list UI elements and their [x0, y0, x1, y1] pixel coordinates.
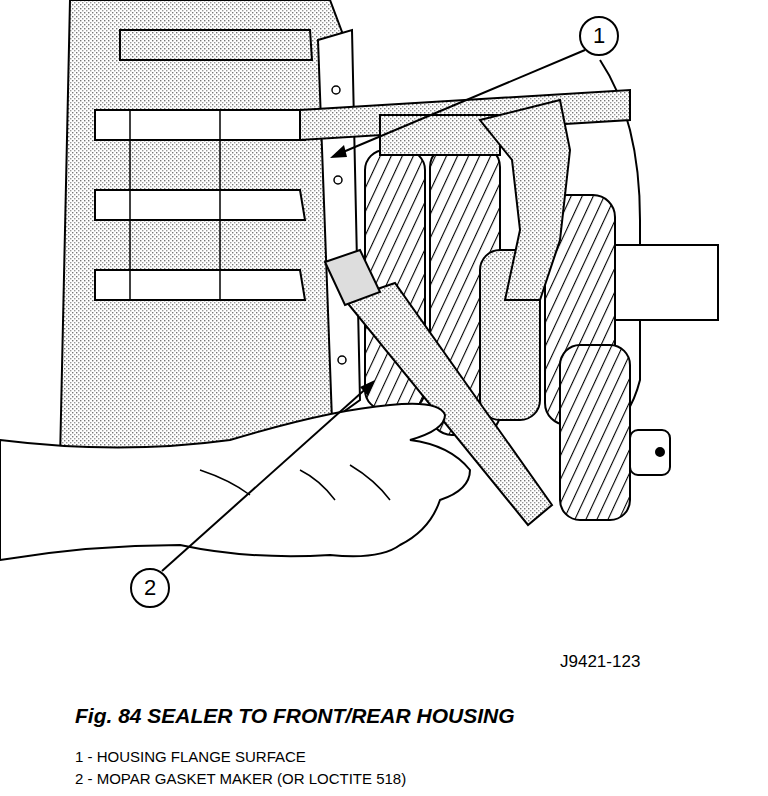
callout-text: 1 [593, 25, 605, 47]
callout-text: 2 [144, 577, 156, 599]
legend-text: 2 - MOPAR GASKET MAKER (OR LOCTITE 518) [75, 770, 406, 787]
legend-text: 1 - HOUSING FLANGE SURFACE [75, 748, 306, 765]
figure-caption: Fig. 84 SEALER TO FRONT/REAR HOUSING [75, 704, 514, 728]
figure-code: J9421-123 [560, 652, 640, 672]
callout-number: 1 [579, 16, 619, 56]
callout-number: 2 [130, 568, 170, 608]
